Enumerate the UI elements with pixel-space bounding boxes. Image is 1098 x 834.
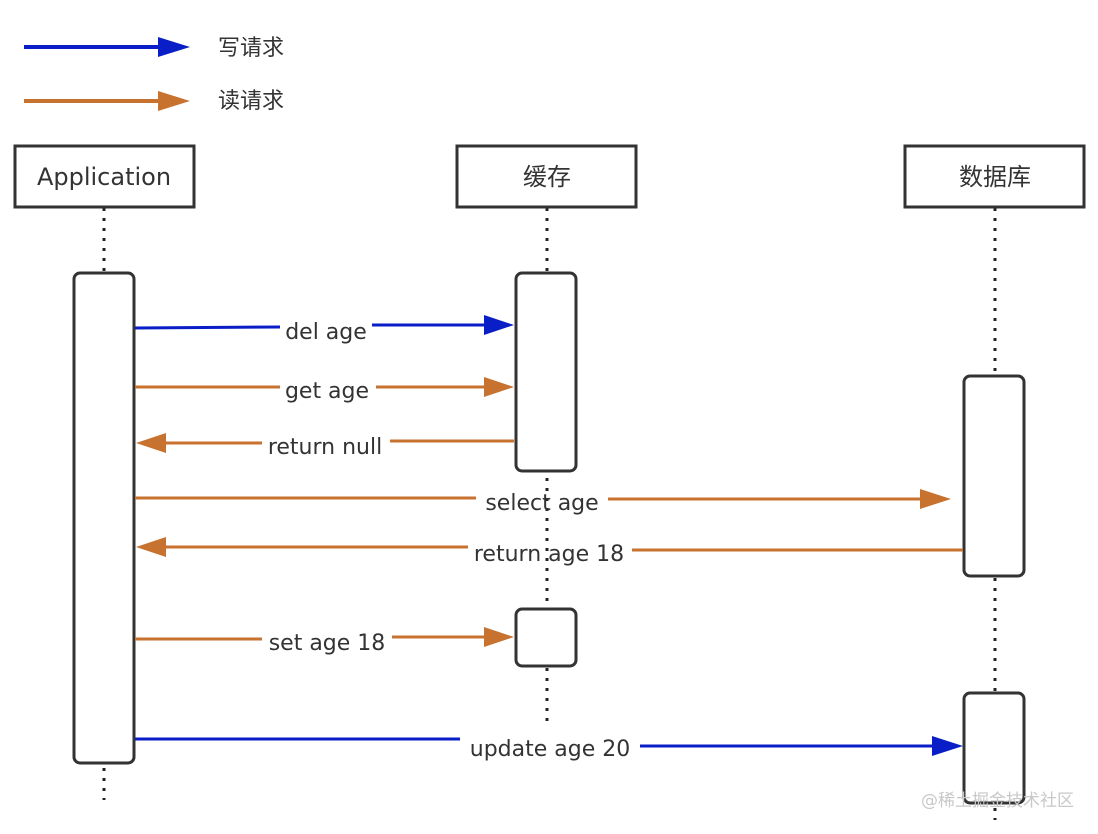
participant-cache-label: 缓存 <box>523 163 571 191</box>
message-del-age-label: del age <box>285 320 367 345</box>
legend-read-arrowhead <box>158 91 190 111</box>
message-update-age-label: update age 20 <box>470 737 630 762</box>
message-select-age-label: select age <box>485 491 598 516</box>
message-return-null: return null <box>136 433 514 460</box>
activation-database-2 <box>962 691 1026 805</box>
legend-read-label: 读请求 <box>218 89 284 114</box>
participant-database-box <box>903 144 1086 209</box>
participant-database-label: 数据库 <box>959 163 1031 191</box>
participant-cache: 缓存 <box>455 144 638 209</box>
arrowhead <box>484 627 514 647</box>
participant-database: 数据库 <box>903 144 1086 209</box>
legend: 写请求 读请求 <box>24 36 284 114</box>
activation-cache-2 <box>514 607 578 668</box>
arrowhead <box>920 489 951 509</box>
message-get-age: get age <box>135 377 514 404</box>
arrowhead <box>484 377 514 397</box>
arrowhead <box>932 736 963 756</box>
arrowhead <box>484 315 514 335</box>
legend-read: 读请求 <box>24 89 284 114</box>
participant-application-label: Application <box>37 163 171 191</box>
legend-write: 写请求 <box>24 36 284 61</box>
arrowhead <box>136 537 166 557</box>
activation-database-1 <box>962 374 1026 578</box>
message-get-age-label: get age <box>285 379 369 404</box>
activation-cache-1 <box>514 271 578 473</box>
legend-write-label: 写请求 <box>218 36 284 61</box>
message-set-age: set age 18 <box>135 627 514 656</box>
participant-cache-box <box>455 144 638 209</box>
message-return-age-label: return age 18 <box>474 542 624 567</box>
legend-write-arrowhead <box>158 37 190 57</box>
message-select-age: select age <box>135 489 951 516</box>
participant-application: Application <box>13 144 196 209</box>
activation-application <box>72 271 136 765</box>
message-update-age: update age 20 <box>135 736 963 762</box>
arrowhead <box>136 433 166 453</box>
message-set-age-label: set age 18 <box>269 631 386 656</box>
message-return-null-label: return null <box>268 435 382 460</box>
message-line <box>134 325 281 330</box>
message-return-age: return age 18 <box>136 537 963 567</box>
participant-application-box <box>13 144 196 209</box>
watermark: @稀土掘金技术社区 <box>921 791 1074 811</box>
message-del-age: del age <box>134 315 514 345</box>
